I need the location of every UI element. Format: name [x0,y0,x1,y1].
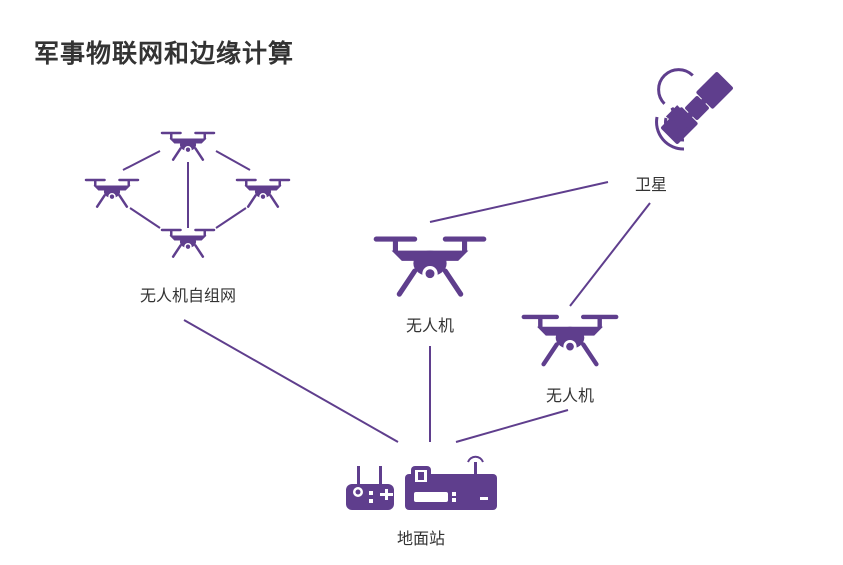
drone-top-label: 无人机 [405,316,455,335]
mesh-drone-icon-right [235,178,291,207]
ground-station-label: 地面站 [396,529,446,548]
mesh-drone-icon-top [160,131,216,160]
drone-right-label: 无人机 [545,386,595,405]
link-satellite-drone-top [429,181,609,223]
mesh-drone-icon-bottom [160,228,216,257]
mesh-drone-icon-left [84,178,140,207]
drone-icon-top [373,236,487,295]
ground-station-icon [346,455,497,510]
diagram-title: 军事物联网和边缘计算 [34,39,295,68]
link-mesh-ground [183,319,399,443]
connection-lines [122,150,651,443]
link-drone-right-ground [455,409,569,443]
mesh-label: 无人机自组网 [139,286,237,305]
satellite-dish-icon [655,106,693,151]
satellite-label: 卫星 [634,175,668,194]
drone-icon-right [521,314,619,365]
link-satellite-drone-right [569,202,651,307]
